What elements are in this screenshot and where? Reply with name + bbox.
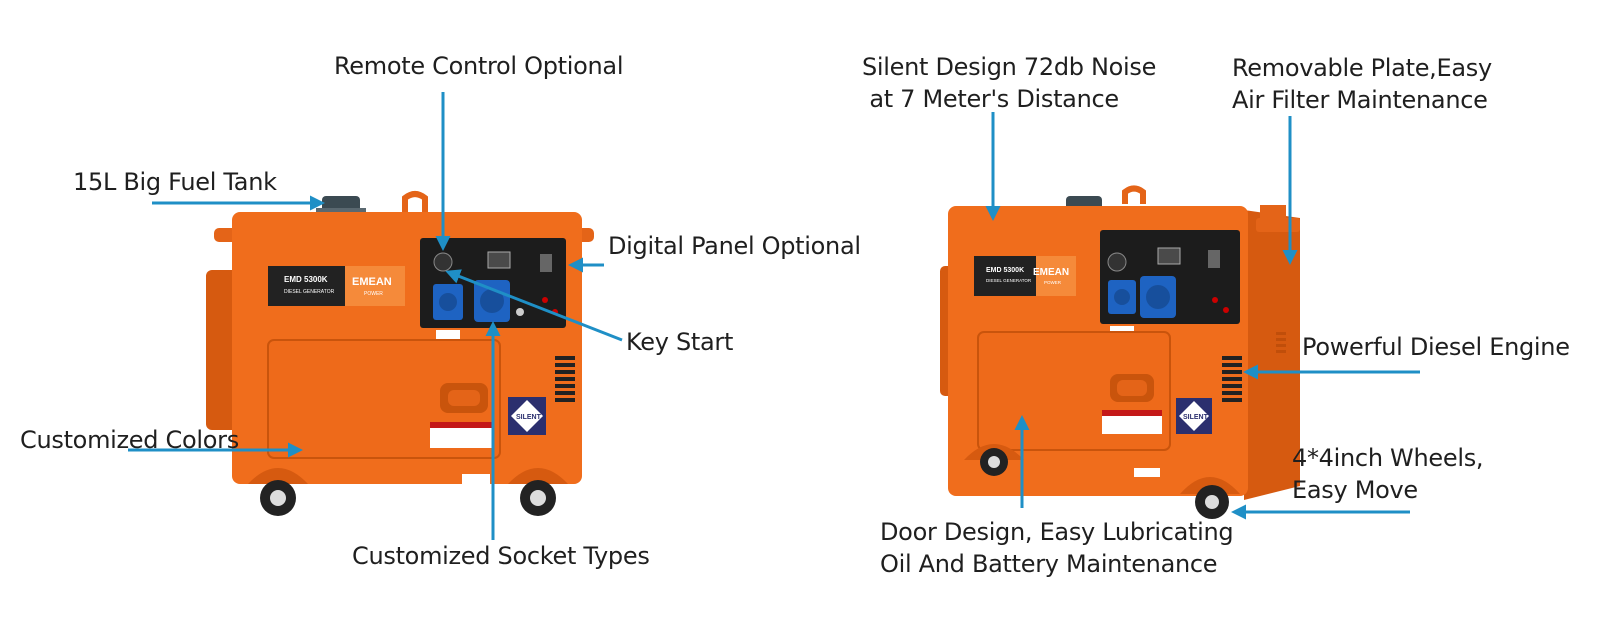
label-custom-colors: Customized Colors	[20, 426, 239, 454]
right-model-text: EMD 5300K	[986, 267, 1024, 274]
right-brand-sub: POWER	[1044, 280, 1062, 285]
svg-text:SILENT: SILENT	[1183, 414, 1209, 421]
left-type-text: DIESEL GENERATOR	[284, 289, 335, 295]
label-door-line1: Door Design, Easy Lubricating	[880, 518, 1234, 546]
left-key-switch	[433, 252, 453, 272]
svg-text:SILENT: SILENT	[516, 414, 542, 421]
right-side-panel	[1244, 210, 1300, 500]
label-silent-line1: Silent Design 72db Noise	[862, 53, 1157, 81]
label-key-start: Key Start	[626, 328, 734, 356]
label-door-line2: Oil And Battery Maintenance	[880, 550, 1218, 578]
left-meter	[487, 251, 511, 269]
arrow-key-start	[445, 269, 623, 342]
left-handle	[402, 191, 428, 213]
label-fuel-tank: 15L Big Fuel Tank	[73, 168, 277, 196]
label-plate-line1: Removable Plate,Easy	[1232, 54, 1492, 82]
label-silent-line2: at 7 Meter's Distance	[862, 85, 1119, 113]
label-wheels-line1: 4*4inch Wheels,	[1292, 444, 1484, 472]
label-diesel-engine: Powerful Diesel Engine	[1302, 333, 1570, 361]
label-digital-panel: Digital Panel Optional	[608, 232, 861, 260]
right-type-text: DIESEL GENERATOR	[986, 278, 1032, 283]
left-model-plate	[268, 266, 368, 306]
left-brand-text: EMEAN	[352, 276, 392, 288]
right-handle	[1122, 185, 1146, 204]
right-vents	[1222, 356, 1242, 402]
left-vents	[555, 356, 575, 402]
left-brand-sub: POWER	[364, 291, 383, 297]
label-socket-types: Customized Socket Types	[352, 542, 650, 570]
right-brand-text: EMEAN	[1033, 267, 1069, 278]
label-wheels-line2: Easy Move	[1292, 476, 1418, 504]
label-remote-control: Remote Control Optional	[334, 52, 624, 80]
right-key-switch	[1107, 252, 1127, 272]
label-plate-line2: Air Filter Maintenance	[1232, 86, 1488, 114]
left-model-text: EMD 5300K	[284, 275, 328, 284]
